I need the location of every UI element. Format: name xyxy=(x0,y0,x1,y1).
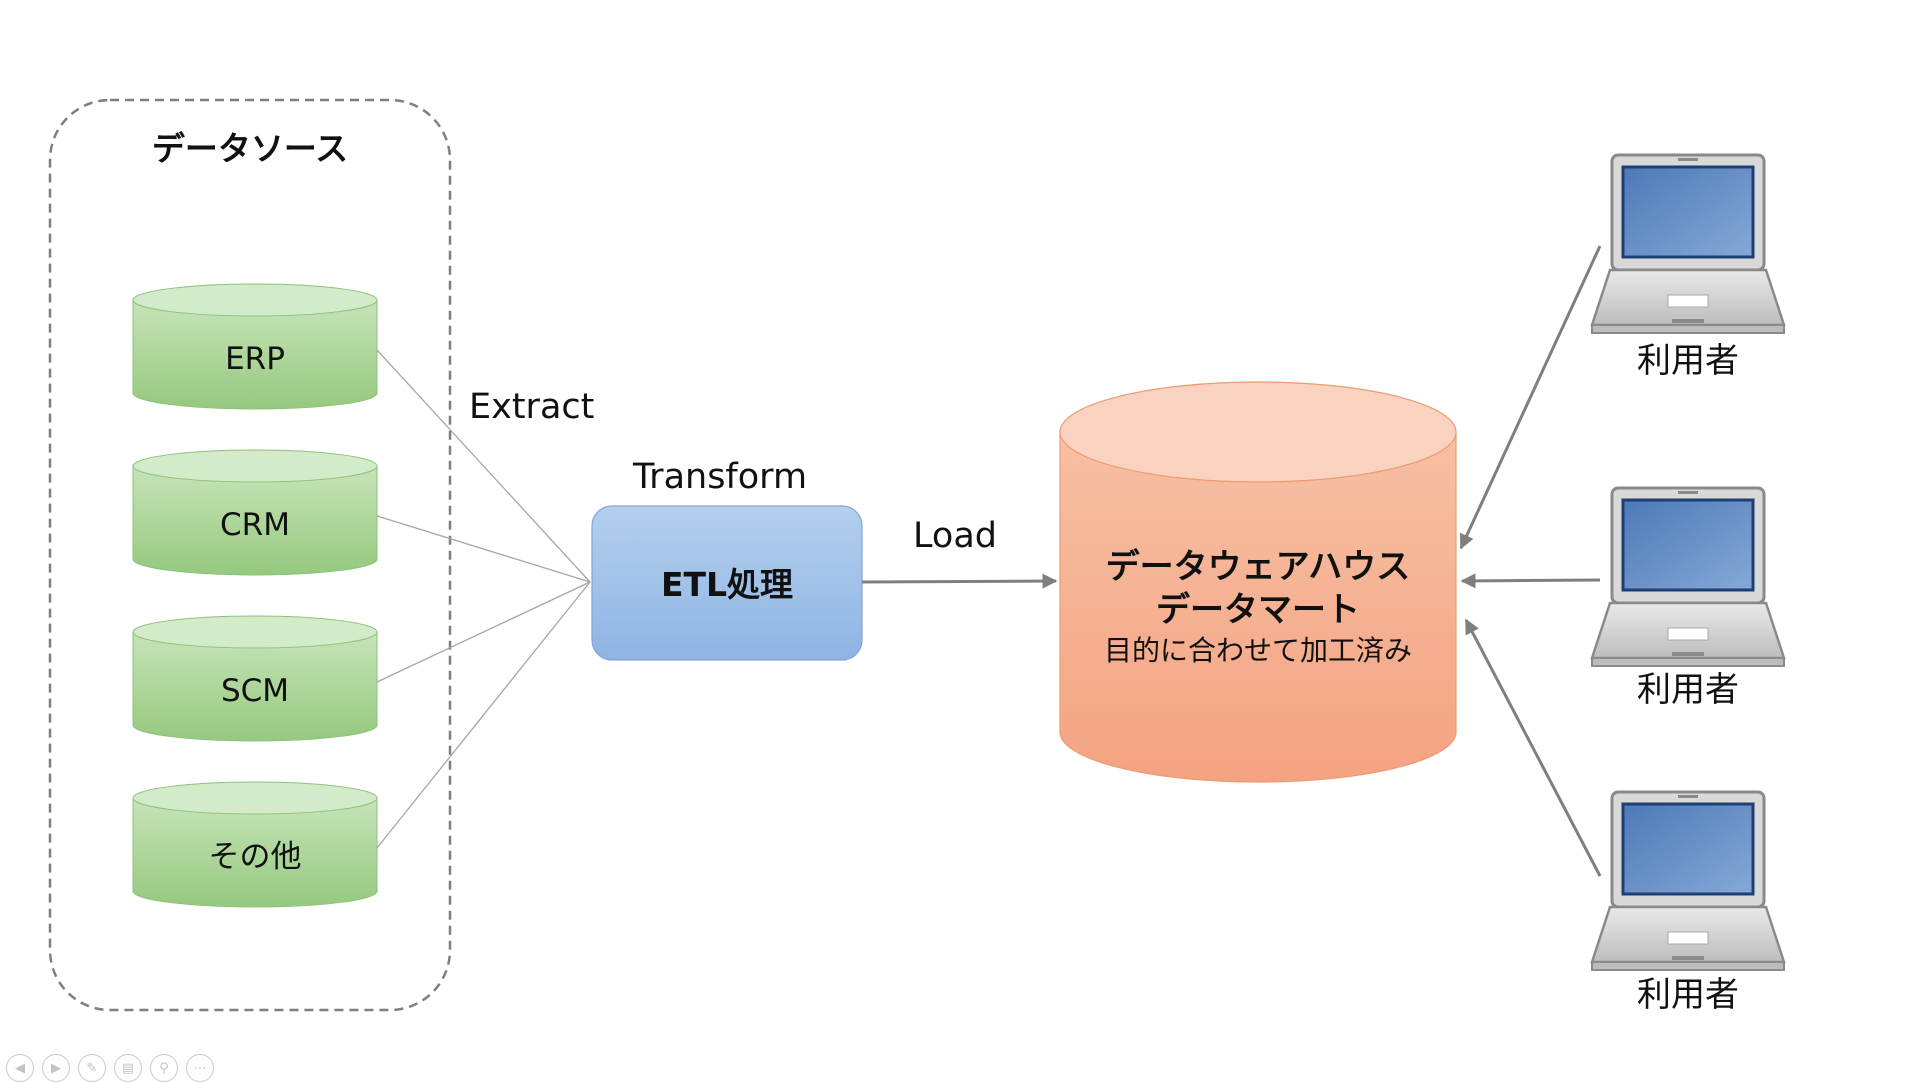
etl-label: ETL処理 xyxy=(661,565,793,604)
extract-label: Extract xyxy=(469,387,594,427)
pen-icon[interactable]: ✎ xyxy=(78,1054,106,1082)
next-icon[interactable]: ▶ xyxy=(42,1054,70,1082)
user-arrows xyxy=(1459,245,1602,877)
previous-icon[interactable]: ◀ xyxy=(6,1054,34,1082)
transform-label: Transform xyxy=(632,457,807,497)
slideshow-control-bar: ◀ ▶ ✎ ▤ ⚲ ⋯ xyxy=(6,1054,214,1082)
scm-label: SCM xyxy=(221,673,289,709)
scm-database: SCM xyxy=(132,615,378,742)
crm-label: CRM xyxy=(220,507,290,543)
warehouse-subtitle: 目的に合わせて加工済み xyxy=(1104,634,1412,667)
user-label-3: 利用者 xyxy=(1637,975,1739,1015)
user-label-1: 利用者 xyxy=(1637,341,1739,381)
slides-icon[interactable]: ▤ xyxy=(114,1054,142,1082)
zoom-icon[interactable]: ⚲ xyxy=(150,1054,178,1082)
data-source-group xyxy=(48,98,452,1012)
load-label: Load xyxy=(913,516,997,556)
crm-database: CRM xyxy=(132,449,378,576)
laptop-icon xyxy=(1590,153,1786,334)
other-label: その他 xyxy=(209,839,302,875)
erp-database: ERP xyxy=(132,283,378,410)
laptop-icon xyxy=(1590,486,1786,667)
user-label-2: 利用者 xyxy=(1637,670,1739,710)
laptop-icon xyxy=(1590,790,1786,971)
data-warehouse-database: データウェアハウス データマート 目的に合わせて加工済み xyxy=(1059,381,1457,783)
data-source-title: データソース xyxy=(152,129,348,168)
load-arrow xyxy=(861,573,1058,589)
erp-label: ERP xyxy=(225,341,285,377)
etl-process-box: ETL処理 xyxy=(591,505,863,661)
extract-lines xyxy=(376,349,591,849)
other-database: その他 xyxy=(132,781,378,908)
warehouse-title-line1: データウェアハウス xyxy=(1106,547,1411,587)
warehouse-title-line2: データマート xyxy=(1156,590,1360,630)
more-icon[interactable]: ⋯ xyxy=(186,1054,214,1082)
